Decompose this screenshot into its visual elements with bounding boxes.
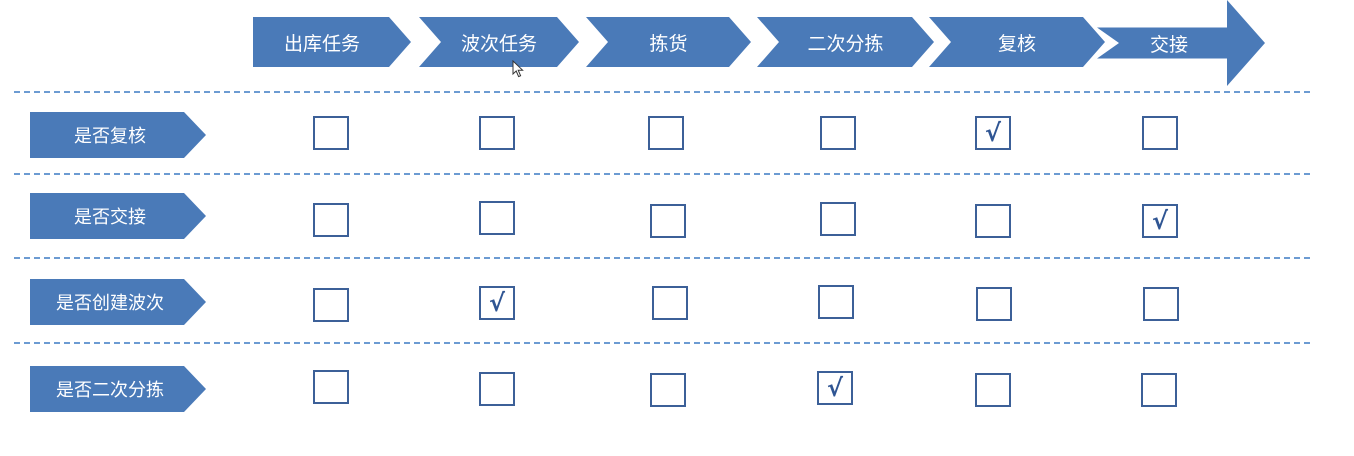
stage-label: 波次任务 xyxy=(460,32,537,55)
divider xyxy=(14,342,1310,344)
checkbox[interactable] xyxy=(648,116,684,150)
row-label: 是否二次分拣 xyxy=(56,380,164,401)
stage-arrow-6: 交接 xyxy=(1097,0,1265,86)
checkbox[interactable] xyxy=(313,116,349,150)
stage-label: 拣货 xyxy=(649,32,688,55)
divider xyxy=(14,91,1310,93)
checkbox[interactable]: √ xyxy=(479,286,515,320)
divider xyxy=(14,257,1310,259)
stage-arrow-1: 出库任务 xyxy=(253,17,411,67)
checkbox[interactable] xyxy=(313,203,349,237)
stage-arrow-5: 复核 xyxy=(929,17,1105,67)
checkbox[interactable] xyxy=(820,116,856,150)
row-label: 是否创建波次 xyxy=(56,293,164,314)
stage-arrow-2: 波次任务 xyxy=(419,17,579,67)
stage-label: 复核 xyxy=(997,32,1036,55)
checkbox[interactable] xyxy=(975,373,1011,407)
checkbox[interactable] xyxy=(820,202,856,236)
stage-arrow-3: 拣货 xyxy=(586,17,751,67)
checkbox[interactable] xyxy=(1143,287,1179,321)
checkbox[interactable] xyxy=(818,285,854,319)
row-label: 是否复核 xyxy=(74,126,146,147)
row-label: 是否交接 xyxy=(74,207,146,228)
stage-label: 出库任务 xyxy=(283,32,360,55)
checkbox[interactable] xyxy=(975,204,1011,238)
stage-label: 交接 xyxy=(1149,33,1188,56)
checkbox[interactable] xyxy=(650,373,686,407)
checkbox[interactable] xyxy=(650,204,686,238)
mouse-pointer-icon xyxy=(512,60,524,78)
checkbox[interactable]: √ xyxy=(817,371,853,405)
checkbox[interactable]: √ xyxy=(975,116,1011,150)
checkbox[interactable] xyxy=(479,201,515,235)
row-label-arrow: 是否创建波次 xyxy=(30,279,206,325)
stage-arrow-4: 二次分拣 xyxy=(757,17,934,67)
checkbox[interactable] xyxy=(313,288,349,322)
checkbox[interactable] xyxy=(313,370,349,404)
divider xyxy=(14,173,1310,175)
row-label-arrow: 是否交接 xyxy=(30,193,206,239)
checkbox[interactable] xyxy=(976,287,1012,321)
checkbox[interactable] xyxy=(1141,373,1177,407)
checkbox[interactable] xyxy=(652,286,688,320)
row-label-arrow: 是否二次分拣 xyxy=(30,366,206,412)
checkbox[interactable] xyxy=(479,372,515,406)
stage-label: 二次分拣 xyxy=(807,32,884,55)
checkbox[interactable] xyxy=(479,116,515,150)
checkbox[interactable]: √ xyxy=(1142,204,1178,238)
row-label-arrow: 是否复核 xyxy=(30,112,206,158)
checkbox[interactable] xyxy=(1142,116,1178,150)
